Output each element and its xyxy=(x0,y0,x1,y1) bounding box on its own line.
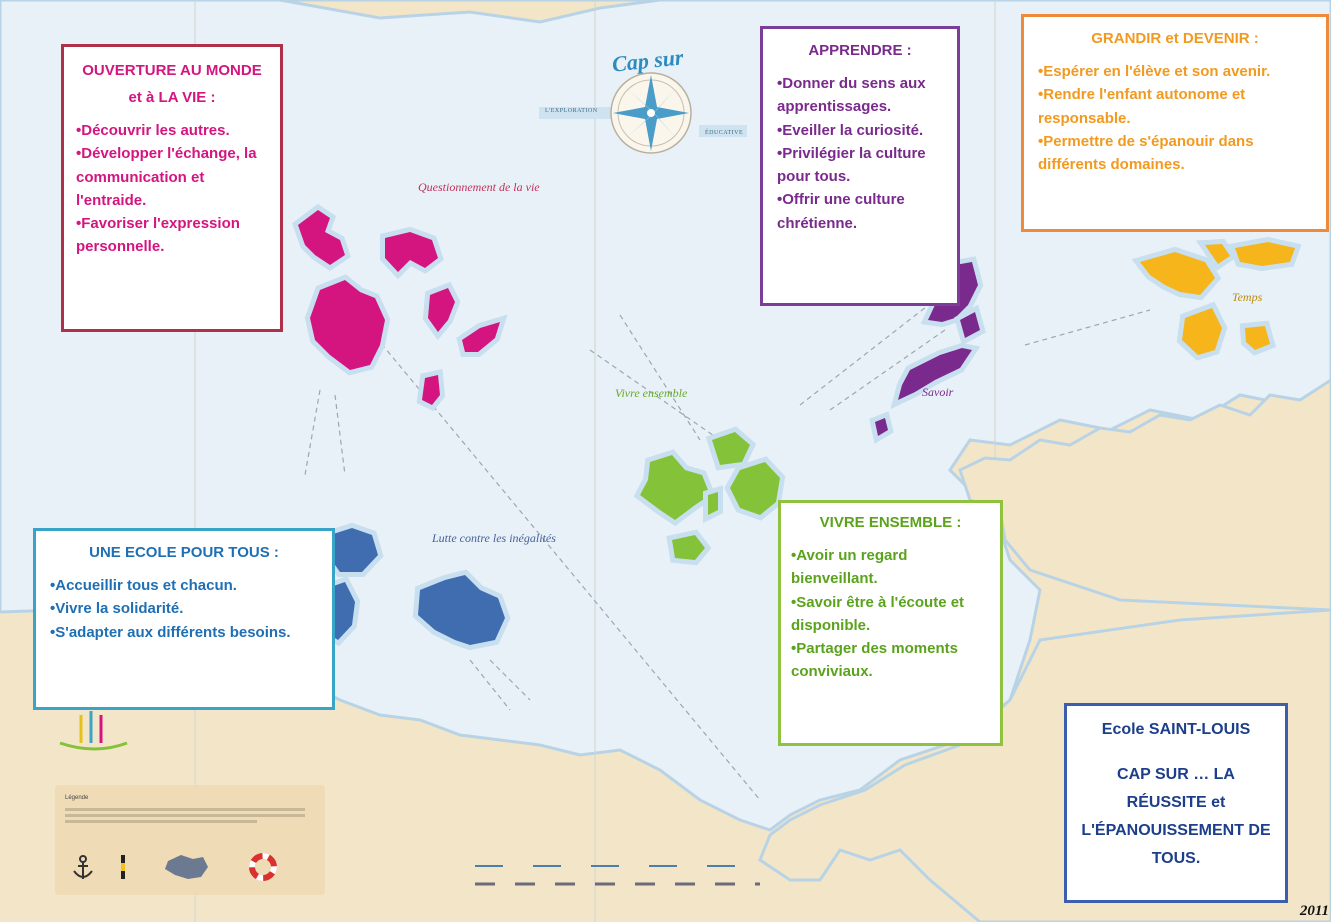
compass-rose xyxy=(539,72,747,154)
box-vivre-ensemble: VIVRE ENSEMBLE : •Avoir un regard bienve… xyxy=(778,500,1003,746)
box-ecole-list: •Accueillir tous et chacun. •Vivre la so… xyxy=(50,574,318,644)
islands-vivre xyxy=(633,426,786,566)
legend-icons xyxy=(73,853,277,881)
list-item: •Accueillir tous et chacun. xyxy=(50,577,237,594)
islands-ouverture xyxy=(292,203,508,412)
list-item: •Eveiller la curiosité. xyxy=(777,121,924,139)
east-coast xyxy=(958,378,1331,612)
list-item: •Permettre de s'épanouir dans différents… xyxy=(1038,132,1254,173)
compass-right-label: ÉDUCATIVE xyxy=(705,130,744,136)
list-item: •Favoriser l'expression personnelle. xyxy=(76,215,240,256)
list-item: •Avoir un regard bienveillant. xyxy=(791,547,908,588)
scale-bars xyxy=(475,865,760,886)
box-ecole-title: UNE ECOLE POUR TOUS : xyxy=(89,544,279,561)
label-vivre-ensemble: Vivre ensemble xyxy=(615,386,688,400)
north-coast xyxy=(279,0,661,24)
list-item: •Offrir une culture chrétienne. xyxy=(777,191,905,232)
list-item: •Développer l'échange, la communication … xyxy=(76,145,257,209)
box-grandir-list: •Espérer en l'élève et son avenir. •Rend… xyxy=(1038,60,1312,176)
islands-ecole xyxy=(309,522,511,651)
list-item: •Rendre l'enfant autonome et responsable… xyxy=(1038,86,1246,127)
label-lutte: Lutte contre les inégalités xyxy=(432,531,556,545)
school-name: Ecole SAINT-LOUIS xyxy=(1101,721,1251,738)
legend-title: Légende xyxy=(65,795,89,801)
logo-icon xyxy=(59,711,128,751)
school-motto: CAP SUR … LA RÉUSSITE et L'ÉPANOUISSEMEN… xyxy=(1081,765,1271,867)
list-item: •Vivre la solidarité. xyxy=(50,600,184,618)
list-item: •Espérer en l'élève et son avenir. xyxy=(1038,63,1271,80)
year-label: 2011 xyxy=(1299,903,1329,919)
box-ecole: UNE ECOLE POUR TOUS : •Accueillir tous e… xyxy=(33,528,335,710)
legend-text xyxy=(65,805,305,826)
list-item: •S'adapter aux différents besoins. xyxy=(50,623,291,641)
box-ouverture: OUVERTURE AU MONDE et à LA VIE : •Découv… xyxy=(61,44,283,332)
list-item: •Donner du sens aux apprentissages. xyxy=(777,75,926,116)
box-vivre-list: •Avoir un regard bienveillant. •Savoir ê… xyxy=(791,544,990,684)
box-apprendre-title: APPRENDRE : xyxy=(808,42,912,59)
legend-panel: Légende xyxy=(55,785,325,895)
list-item: •Partager des moments conviviaux. xyxy=(791,640,958,681)
box-school-title: Ecole SAINT-LOUIS CAP SUR … LA RÉUSSITE … xyxy=(1064,703,1288,903)
box-apprendre: APPRENDRE : •Donner du sens aux apprenti… xyxy=(760,26,960,306)
label-questionnement: Questionnement de la vie xyxy=(418,180,540,194)
list-item: •Découvrir les autres. xyxy=(76,122,230,139)
list-item: •Savoir être à l'écoute et disponible. xyxy=(791,593,965,634)
box-ouverture-list: •Découvrir les autres. •Développer l'éch… xyxy=(76,119,268,259)
box-ouverture-title: OUVERTURE AU MONDE et à LA VIE : xyxy=(82,62,262,106)
box-grandir: GRANDIR et DEVENIR : •Espérer en l'élève… xyxy=(1021,14,1329,232)
island-icon xyxy=(165,855,208,879)
islands-grandir xyxy=(1131,236,1302,361)
box-grandir-title: GRANDIR et DEVENIR : xyxy=(1091,30,1259,47)
label-temps: Temps xyxy=(1232,290,1263,304)
lifebuoy-icon xyxy=(249,853,277,881)
compass-left-label: L'EXPLORATION xyxy=(545,108,598,114)
box-apprendre-list: •Donner du sens aux apprentissages. •Eve… xyxy=(777,72,943,235)
label-savoir: Savoir xyxy=(922,385,954,399)
beacon-icon xyxy=(121,855,125,879)
box-vivre-title: VIVRE ENSEMBLE : xyxy=(819,514,962,531)
anchor-icon xyxy=(73,855,93,879)
list-item: •Privilégier la culture pour tous. xyxy=(777,144,926,185)
